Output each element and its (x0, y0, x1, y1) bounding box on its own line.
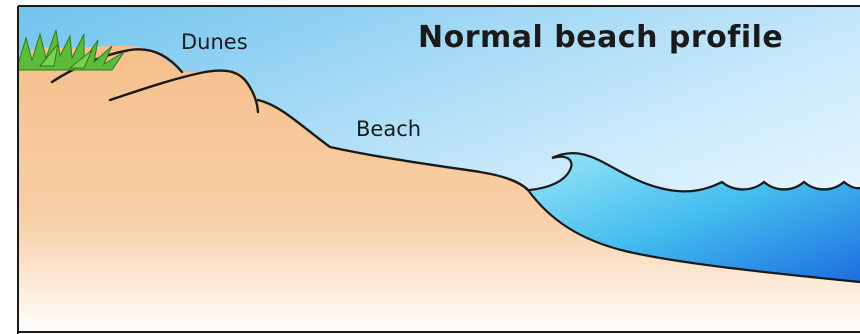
diagram-title: Normal beach profile (418, 20, 783, 55)
beach-label: Beach (356, 117, 421, 141)
dunes-label: Dunes (181, 30, 248, 54)
